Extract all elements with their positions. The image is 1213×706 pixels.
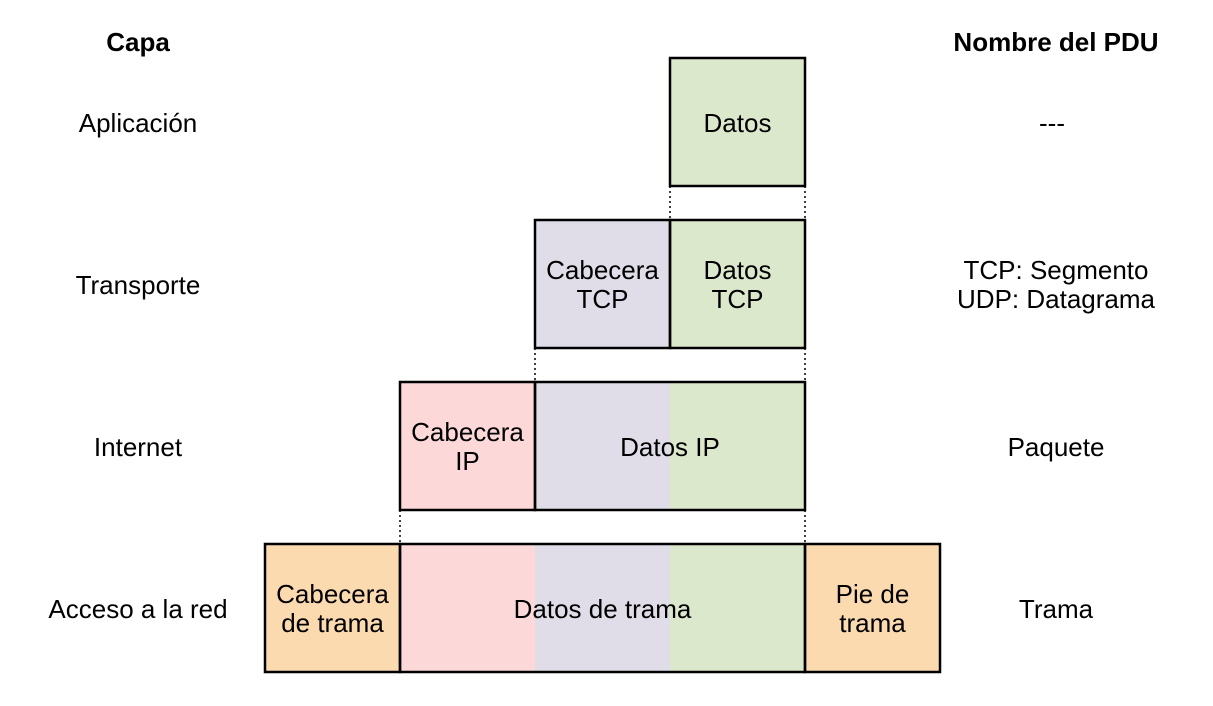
pdu-name-internet: Paquete bbox=[1008, 432, 1105, 462]
ip-data-fill-tcp-header bbox=[535, 382, 670, 510]
application-pdu-block: Datos bbox=[668, 56, 807, 188]
internet-pdu-block: Cabecera IP Datos IP bbox=[398, 380, 807, 512]
tcp-data-outline bbox=[668, 218, 807, 350]
pdu-name-network-access: Trama bbox=[1019, 594, 1094, 624]
ip-header-fill bbox=[400, 382, 535, 510]
transport-pdu-block: Cabecera TCP Datos TCP bbox=[533, 218, 807, 350]
tcp-data-fill bbox=[670, 220, 805, 348]
tcp-header-label: TCP bbox=[577, 284, 629, 314]
ip-header-label: IP bbox=[455, 446, 480, 476]
layer-label-application: Aplicación bbox=[79, 108, 198, 138]
frame-trailer-label: Pie de bbox=[836, 579, 910, 609]
frame-data-fill-data bbox=[670, 544, 805, 672]
ip-header-label: Cabecera bbox=[411, 417, 524, 447]
frame-data-label: Datos de trama bbox=[514, 594, 692, 624]
data-label: Datos bbox=[704, 108, 772, 138]
pdu-name-transport: TCP: Segmento bbox=[964, 255, 1149, 285]
pdu-name-application: --- bbox=[1039, 108, 1065, 138]
layer-label-transport: Transporte bbox=[76, 270, 201, 300]
tcp-data-label: Datos bbox=[704, 255, 772, 285]
frame-data-fill-ip-header bbox=[400, 544, 535, 672]
pdu-name-transport: UDP: Datagrama bbox=[957, 284, 1155, 314]
pdu-column-header: Nombre del PDU bbox=[953, 27, 1158, 57]
ip-data-label: Datos IP bbox=[620, 432, 720, 462]
layer-column-header: Capa bbox=[106, 27, 170, 57]
frame-trailer-fill bbox=[805, 544, 940, 672]
frame-trailer-outline bbox=[803, 542, 942, 674]
ip-data-outline bbox=[533, 380, 807, 512]
frame-data-fill-tcp-header bbox=[535, 544, 670, 672]
layer-label-network-access: Acceso a la red bbox=[48, 594, 227, 624]
frame-trailer-label: trama bbox=[839, 608, 906, 638]
frame-header-label: de trama bbox=[281, 608, 384, 638]
frame-header-label: Cabecera bbox=[276, 579, 389, 609]
data-outline bbox=[668, 56, 807, 188]
tcp-header-fill bbox=[535, 220, 670, 348]
data-fill bbox=[670, 58, 805, 186]
network-access-pdu-block: Cabecera de trama Datos de trama Pie de … bbox=[263, 542, 942, 674]
ip-data-fill-data bbox=[670, 382, 805, 510]
tcp-header-label: Cabecera bbox=[546, 255, 659, 285]
layer-label-internet: Internet bbox=[94, 432, 183, 462]
tcp-data-label: TCP bbox=[712, 284, 764, 314]
frame-header-fill bbox=[265, 544, 400, 672]
